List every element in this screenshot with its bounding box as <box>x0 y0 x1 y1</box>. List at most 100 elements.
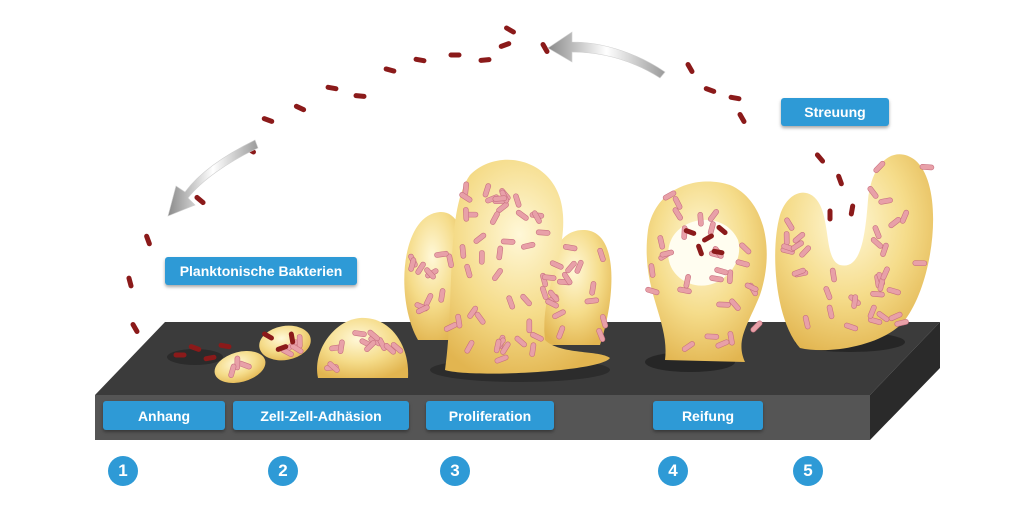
embedded-bacterium <box>799 245 812 258</box>
embedded-bacterium <box>547 289 560 303</box>
embedded-bacterium <box>589 281 597 296</box>
embedded-bacterium <box>474 311 486 325</box>
embedded-bacterium <box>880 266 890 281</box>
planktonic-bacterium <box>126 275 134 289</box>
embedded-bacterium <box>744 282 759 293</box>
embedded-bacterium <box>843 322 859 332</box>
embedded-bacterium <box>415 261 426 275</box>
embedded-bacterium <box>704 333 720 340</box>
embedded-bacterium <box>867 186 879 199</box>
embedded-bacterium <box>596 328 606 343</box>
planktonic-bacterium <box>188 344 202 352</box>
embedded-bacterium <box>327 361 340 373</box>
embedded-bacterium <box>888 216 902 229</box>
embedded-bacterium <box>662 190 677 201</box>
planktonic-bacterium <box>728 94 742 102</box>
step-5-badge: 5 <box>793 456 823 486</box>
step-3-badge: 3 <box>440 456 470 486</box>
embedded-bacterium <box>494 354 509 364</box>
embedded-bacterium <box>912 260 928 267</box>
step-2-badge: 2 <box>268 456 298 486</box>
embedded-bacterium <box>677 286 692 295</box>
embedded-bacterium <box>367 329 380 342</box>
label-maturation: Reifung <box>653 401 763 430</box>
embedded-bacterium <box>506 295 516 310</box>
embedded-bacterium <box>545 298 559 309</box>
embedded-bacterium <box>526 318 533 334</box>
planktonic-bacterium <box>144 233 152 247</box>
embedded-bacterium <box>390 342 404 354</box>
planktonic-bacterium <box>383 66 397 74</box>
embedded-bacterium <box>729 298 741 311</box>
embedded-bacterium <box>531 210 542 224</box>
embedded-bacterium <box>383 343 397 355</box>
planktonic-bacterium <box>325 84 339 92</box>
embedded-bacterium <box>561 271 573 286</box>
planktonic-bacterium <box>836 173 844 187</box>
planktonic-bacterium <box>685 62 695 74</box>
planktonic-bacterium <box>203 354 217 362</box>
label-proliferation: Proliferation <box>426 401 554 430</box>
embedded-bacterium <box>492 195 508 202</box>
film-bacteria <box>228 160 935 378</box>
planktonic-bacterium <box>478 57 492 63</box>
embedded-bacterium <box>870 237 884 249</box>
planktonic-bacterium <box>702 233 714 243</box>
embedded-bacterium <box>438 288 446 303</box>
embedded-bacterium <box>424 267 436 280</box>
planktonic-bacterium <box>848 203 856 217</box>
embedded-bacterium <box>228 363 237 378</box>
embedded-bacterium <box>515 209 529 221</box>
embedded-bacterium <box>873 160 886 173</box>
embedded-bacterium <box>726 269 734 285</box>
embedded-bacterium <box>549 260 564 270</box>
embedded-bacterium <box>697 211 704 227</box>
planktonic-bacterium <box>540 42 550 54</box>
stage-3-mound <box>317 317 409 378</box>
planktonic-bacterium <box>173 352 187 358</box>
planktonic-bacterium <box>194 194 206 206</box>
embedded-bacterium <box>823 286 833 301</box>
embedded-bacterium <box>802 314 811 330</box>
label-attachment: Anhang <box>103 401 225 430</box>
embedded-bacterium <box>648 263 656 278</box>
embedded-bacterium <box>872 225 882 240</box>
embedded-bacterium <box>739 242 752 255</box>
embedded-bacterium <box>829 267 837 283</box>
embedded-bacterium <box>870 291 885 298</box>
embedded-bacterium <box>657 235 666 250</box>
planktonic-bacterium <box>683 228 697 236</box>
embedded-bacterium <box>584 297 600 305</box>
embedded-bacterium <box>408 257 417 272</box>
embedded-bacterium <box>894 319 909 327</box>
embedded-bacterium <box>493 338 502 354</box>
planktonic-bacterium <box>275 344 289 352</box>
planktonic-bacterium <box>827 208 833 222</box>
embedded-bacterium <box>520 293 532 307</box>
embedded-bacterium <box>715 339 730 349</box>
embedded-bacterium <box>707 209 719 222</box>
embedded-bacterium <box>496 245 504 261</box>
embedded-bacterium <box>459 244 467 259</box>
planktonic-bacterium <box>261 116 275 124</box>
planktonic-bacterium <box>696 243 704 257</box>
free-bacteria <box>126 25 856 362</box>
planktonic-bacterium <box>716 224 728 236</box>
embedded-bacterium <box>464 340 475 354</box>
embedded-bacterium <box>888 311 903 322</box>
embedded-bacterium <box>791 267 806 277</box>
embedded-bacterium <box>552 309 566 320</box>
planktonic-bacterium <box>448 52 462 58</box>
embedded-bacterium <box>783 231 790 246</box>
embedded-bacterium <box>490 211 500 225</box>
cycle-arrow-left <box>167 139 259 217</box>
embedded-bacterium <box>500 341 511 355</box>
dispersal-structure <box>775 154 934 351</box>
embedded-bacterium <box>919 164 935 171</box>
embedded-bacterium <box>878 197 893 205</box>
embedded-bacterium <box>867 304 877 319</box>
planktonic-bacterium <box>218 342 232 350</box>
embedded-bacterium <box>880 242 889 257</box>
embedded-bacterium <box>574 259 584 274</box>
step-4-badge: 4 <box>658 456 688 486</box>
